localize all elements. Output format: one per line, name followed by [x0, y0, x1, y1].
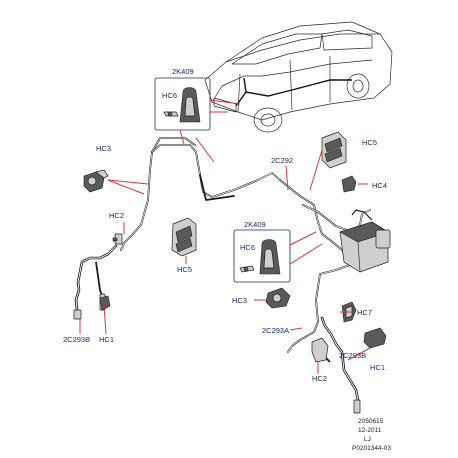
clip-hc3-left	[83, 169, 109, 193]
label-2c292: 2C292	[271, 156, 293, 165]
label-2c293b: 2C293B	[63, 335, 90, 344]
label-hc1-left: HC1	[99, 335, 114, 344]
brake-pipe-main	[120, 137, 371, 353]
brake-hose-left	[73, 244, 118, 320]
leader-lines	[79, 99, 371, 374]
clip-hc2-left	[112, 233, 123, 245]
label-hc6-top: HC6	[162, 91, 177, 100]
label-hc2-left: HC2	[109, 211, 124, 220]
clip-hc3-bottom	[265, 287, 291, 309]
diagram-reference: 2050615 12-2011 LJ P0201344-03	[352, 418, 391, 452]
label-hc5-right: HC5	[362, 138, 377, 147]
vehicle-illustration	[204, 21, 393, 133]
hc6-icon-mid	[239, 265, 255, 273]
label-hc6-mid: HC6	[240, 243, 255, 252]
clip-hc5-right	[321, 131, 347, 169]
kit-2k409-mid	[233, 229, 291, 283]
part-labels: 2K409 HC6 HC3 HC2 2C293B HC1 HC5 2C292 H…	[63, 67, 387, 383]
clip-hc5-mid	[171, 217, 197, 257]
label-hc3-left: HC3	[96, 144, 111, 153]
kit-2k409-top	[154, 77, 211, 131]
label-2c293a: 2C293A	[262, 326, 289, 335]
hc6-icon-top	[163, 111, 179, 117]
label-hc2-bottom: HC2	[312, 374, 327, 383]
label-2k409-top: 2K409	[172, 67, 194, 76]
label-hc4: HC4	[372, 181, 387, 190]
abs-modulator	[339, 209, 391, 273]
clip-hc1-left	[99, 295, 111, 311]
reference-date: 12-2011	[358, 427, 382, 434]
label-2c293b-right: 2C293B	[339, 351, 366, 360]
label-hc3-bottom: HC3	[232, 296, 247, 305]
label-hc7: HC7	[357, 308, 372, 317]
label-hc5-mid: HC5	[177, 265, 192, 274]
brake-hose-right	[317, 316, 361, 414]
label-2k409-mid: 2K409	[244, 220, 266, 229]
reference-number: 2050615	[358, 418, 384, 425]
clip-hc2-bottom	[311, 337, 329, 363]
reference-code: P0201344-03	[352, 445, 391, 452]
clip-hc1-right	[363, 327, 387, 349]
reference-initials: LJ	[364, 436, 371, 443]
label-hc1-right: HC1	[370, 363, 385, 372]
clip-hc4	[341, 175, 357, 193]
